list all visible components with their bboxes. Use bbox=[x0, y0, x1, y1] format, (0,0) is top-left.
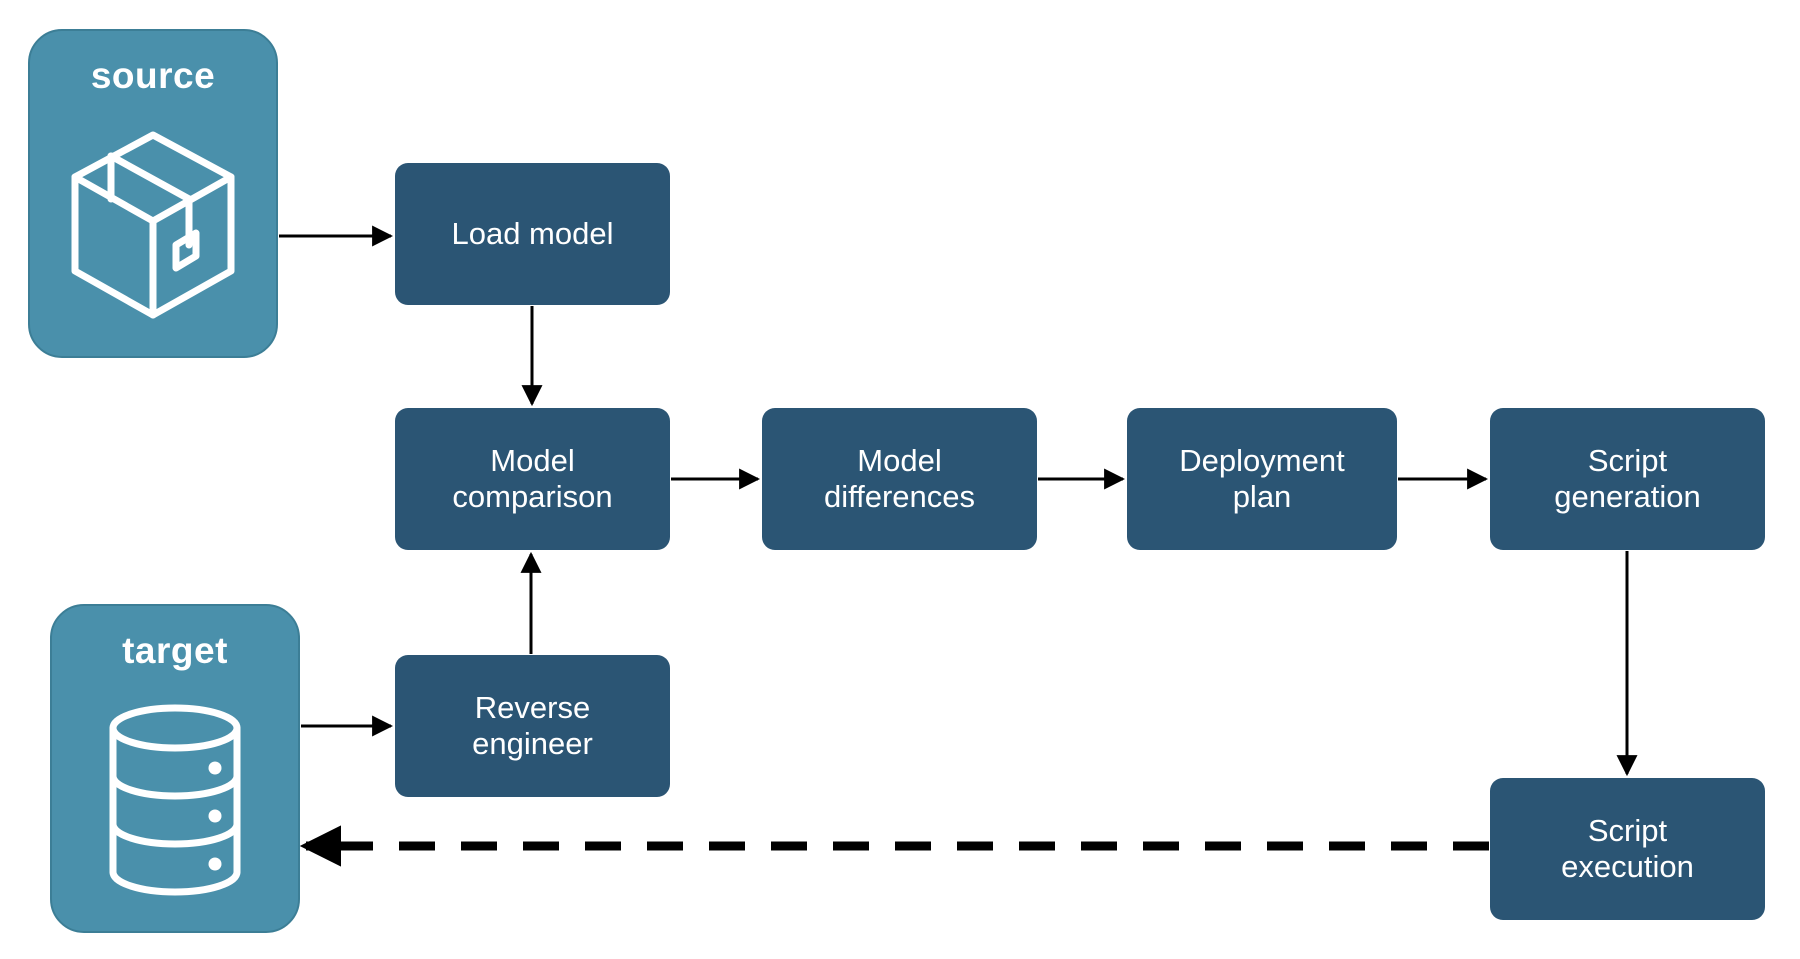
step-model-differences[interactable]: Model differences bbox=[762, 408, 1037, 550]
package-box-icon bbox=[30, 94, 276, 356]
step-load-model[interactable]: Load model bbox=[395, 163, 670, 305]
step-script-generation[interactable]: Script generation bbox=[1490, 408, 1765, 550]
source-node[interactable]: source bbox=[28, 29, 278, 358]
step-load-model-label: Load model bbox=[451, 215, 614, 251]
step-model-comparison-label: Model comparison bbox=[452, 442, 613, 514]
step-script-execution[interactable]: Script execution bbox=[1490, 778, 1765, 920]
step-script-generation-label: Script generation bbox=[1554, 442, 1701, 514]
step-reverse-engineer[interactable]: Reverse engineer bbox=[395, 655, 670, 797]
step-model-comparison[interactable]: Model comparison bbox=[395, 408, 670, 550]
step-deployment-plan[interactable]: Deployment plan bbox=[1127, 408, 1397, 550]
step-deployment-plan-label: Deployment plan bbox=[1179, 442, 1345, 514]
step-script-execution-label: Script execution bbox=[1561, 812, 1694, 884]
source-node-label: source bbox=[90, 55, 216, 96]
database-cylinder-icon bbox=[52, 669, 298, 931]
target-node[interactable]: target bbox=[50, 604, 300, 933]
target-node-label: target bbox=[122, 630, 228, 671]
step-reverse-engineer-label: Reverse engineer bbox=[472, 689, 593, 761]
step-model-differences-label: Model differences bbox=[823, 442, 976, 514]
